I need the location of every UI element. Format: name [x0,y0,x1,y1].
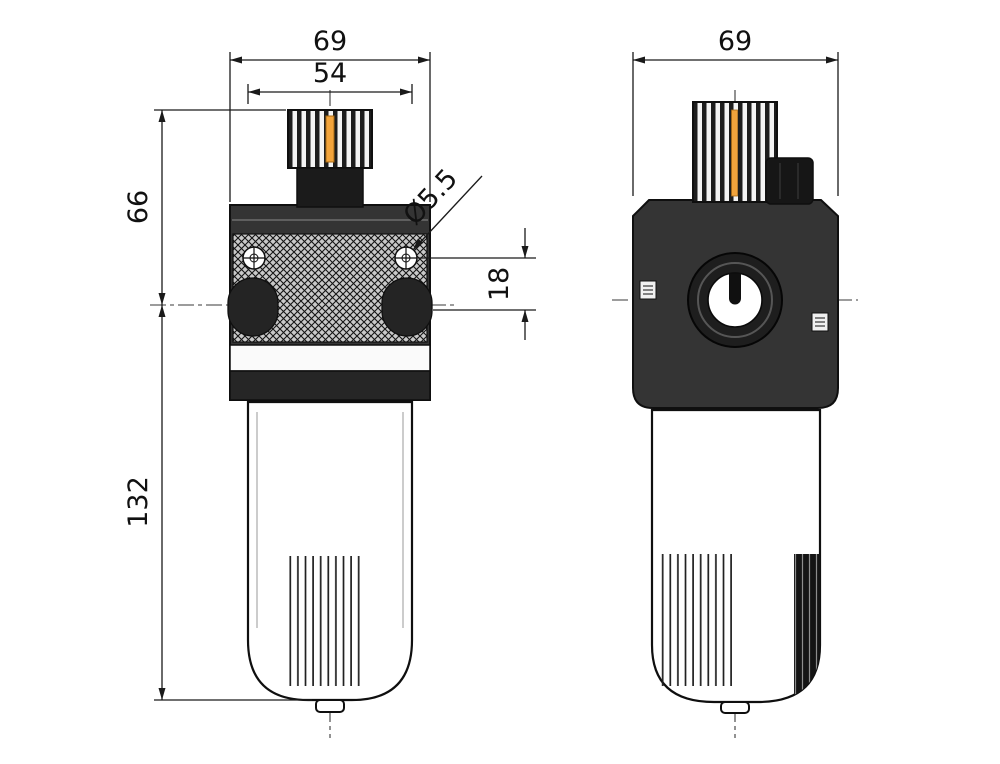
label-band [229,344,431,372]
drain-nub-side [720,701,750,714]
arrowhead [158,110,166,122]
side-boss-left [227,277,279,337]
dim-label-bowl-width: 54 [313,58,347,89]
screw-inner-circle [401,253,411,263]
arrowhead [230,56,242,64]
screw-inner-circle [249,253,259,263]
side-boss-right [381,277,433,337]
bowl-ribs [284,556,362,686]
arrowhead [521,310,529,322]
arrowhead [158,688,166,700]
leader-line-hole-diameter [412,175,483,251]
dim-label-hole-spacing: 18 [484,267,515,301]
port-keyway [729,273,741,305]
arrowhead [826,56,838,64]
arrowhead [400,88,412,96]
drain-nub [315,699,345,713]
bowl-shaded-band [794,554,820,696]
bowl-ribs-side [660,554,736,686]
outlet-port [687,252,783,348]
dim-label-lower-height: 132 [123,476,154,528]
side-port-mark-right [811,312,829,332]
body-lower-band [229,370,431,401]
oil-sight-stem [731,109,738,197]
oil-sight-indicator [325,115,335,163]
drain-knob [765,157,814,205]
arrowhead [418,56,430,64]
arrowhead [413,238,424,250]
side-port-mark-left [639,280,657,300]
screw-hole-right [394,246,418,270]
arrowhead [633,56,645,64]
arrowhead [158,305,166,317]
bowl-shaded-band-group [794,554,820,696]
arrowhead [521,246,529,258]
bonnet-collar [296,167,364,208]
side-dimensions: 69 [632,26,839,196]
port-ring [697,262,773,338]
screw-hole-left [242,246,266,270]
side-view: 69 [612,26,858,738]
arrowhead [158,293,166,305]
arrowhead [248,88,260,96]
dim-label-overall-width: 69 [313,26,347,57]
dim-label-overall-width-side: 69 [718,26,752,57]
front-view: 69 54 66 132 18 [123,26,536,738]
dim-label-upper-height: 66 [123,190,154,224]
